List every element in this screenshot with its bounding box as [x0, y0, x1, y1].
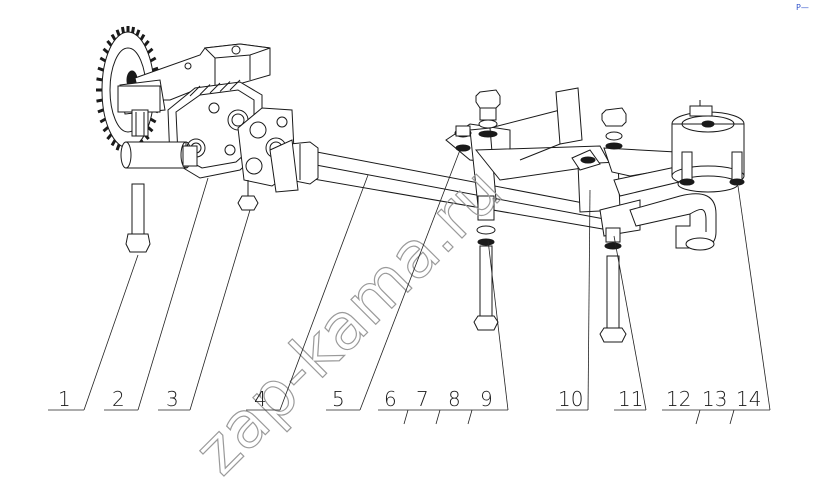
gear-tooth — [139, 33, 146, 41]
strainer-bolts — [679, 151, 745, 186]
bracket-bolt-right — [599, 227, 627, 343]
callout-7: 7 — [416, 387, 429, 411]
gear-tooth — [131, 26, 136, 34]
callout-13: 13 — [702, 387, 727, 411]
gear-tooth — [96, 77, 103, 82]
callout-14: 14 — [736, 387, 761, 411]
bracket-bolt-lower — [473, 195, 499, 331]
washer-stack — [454, 125, 472, 152]
callout-10: 10 — [558, 387, 583, 411]
watermark-text: zap-kama.ru — [181, 154, 517, 483]
gear-tooth — [106, 133, 113, 140]
callout-9: 9 — [480, 387, 493, 411]
callout-1: 1 — [58, 387, 71, 411]
right-nut-stack — [601, 107, 627, 150]
callout-11: 11 — [618, 387, 643, 411]
gear-tooth — [99, 56, 107, 63]
gear-tooth — [110, 139, 117, 147]
gear-tooth — [97, 66, 105, 72]
housing-rib — [199, 84, 211, 95]
gear-tooth — [143, 40, 150, 47]
gear-tooth — [106, 40, 113, 47]
corner-mark: P— — [796, 3, 809, 12]
flange-bolt — [237, 180, 259, 211]
gear-tooth — [120, 26, 125, 34]
gear-tooth — [151, 66, 159, 72]
gear-tooth — [97, 108, 105, 114]
leader-lines — [48, 149, 771, 425]
gear-tooth — [102, 126, 110, 133]
gear-tooth — [146, 47, 154, 54]
gear-tooth — [115, 29, 121, 37]
callout-12: 12 — [666, 387, 691, 411]
pump-support-bracket — [571, 147, 697, 237]
elbow-pipe — [629, 193, 717, 251]
gear-tooth — [149, 117, 157, 124]
callout-4: 4 — [254, 387, 267, 411]
housing-rib — [209, 82, 221, 94]
gear-tooth — [99, 117, 107, 124]
callout-8: 8 — [448, 387, 461, 411]
gear-tooth — [146, 126, 154, 133]
suction-tube — [269, 139, 621, 233]
gear-tooth — [102, 47, 110, 54]
housing-rib — [189, 85, 201, 97]
upper-nut — [475, 89, 501, 138]
gear-tooth — [96, 98, 103, 103]
pump-mount-bolt — [125, 183, 151, 253]
callout-6: 6 — [384, 387, 397, 411]
gear-tooth — [110, 33, 117, 41]
gear-tooth — [149, 56, 157, 63]
gear-tooth — [115, 143, 121, 151]
callout-2: 2 — [112, 387, 125, 411]
callout-5: 5 — [332, 387, 345, 411]
gear-tooth — [135, 29, 141, 37]
housing-rib — [219, 81, 231, 92]
callout-labels: 1 2 3 4 5 6 7 8 9 10 11 12 13 14 — [58, 387, 761, 411]
callout-3: 3 — [166, 387, 179, 411]
pump-shaft — [120, 141, 198, 169]
tube-support-bracket — [445, 87, 611, 207]
housing-rib — [229, 79, 241, 91]
